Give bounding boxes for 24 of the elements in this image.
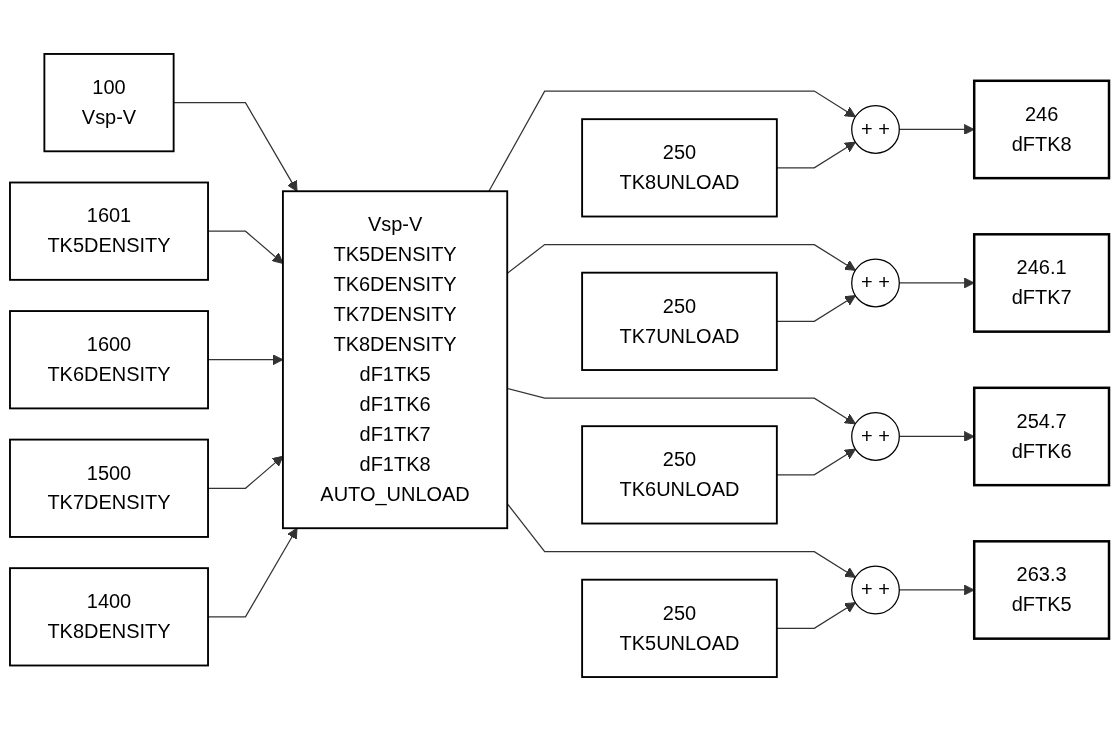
node-circle: + + <box>851 105 900 154</box>
node-circle: + + <box>851 565 900 615</box>
node-box: 250 TK7UNLOAD <box>581 271 778 371</box>
node-box: 100 Vsp-V <box>43 53 175 153</box>
node-box: 250 TK6UNLOAD <box>581 425 778 525</box>
arrow <box>776 141 856 169</box>
node-box: 1600 TK6DENSITY <box>9 310 209 410</box>
node-box: 250 TK8UNLOAD <box>581 118 778 218</box>
arrow <box>173 102 298 192</box>
arrow <box>776 602 856 629</box>
node-circle: + + <box>851 258 900 308</box>
node-circle: + + <box>851 412 900 461</box>
arrow <box>776 448 856 476</box>
node-box: 1601 TK5DENSITY <box>9 181 209 281</box>
node-box: 246.1 dFTK7 <box>972 233 1111 333</box>
arrow <box>776 295 856 322</box>
node-box: 1400 TK8DENSITY <box>9 567 209 667</box>
node-box: 246 dFTK8 <box>972 79 1111 180</box>
node-box: 1500 TK7DENSITY <box>9 438 209 538</box>
node-box: 254.7 dFTK6 <box>972 386 1111 487</box>
node-box: 250 TK5UNLOAD <box>581 578 778 678</box>
node-box: 263.3 dFTK5 <box>972 540 1111 640</box>
node-box: Vsp-V TK5DENSITY TK6DENSITY TK7DENSITY TK8DENSITY dF1TK5 dF1TK6 dF1TK7 dF1TK8 AUTO_UNLOAD <box>281 190 509 530</box>
arrow <box>488 90 856 192</box>
